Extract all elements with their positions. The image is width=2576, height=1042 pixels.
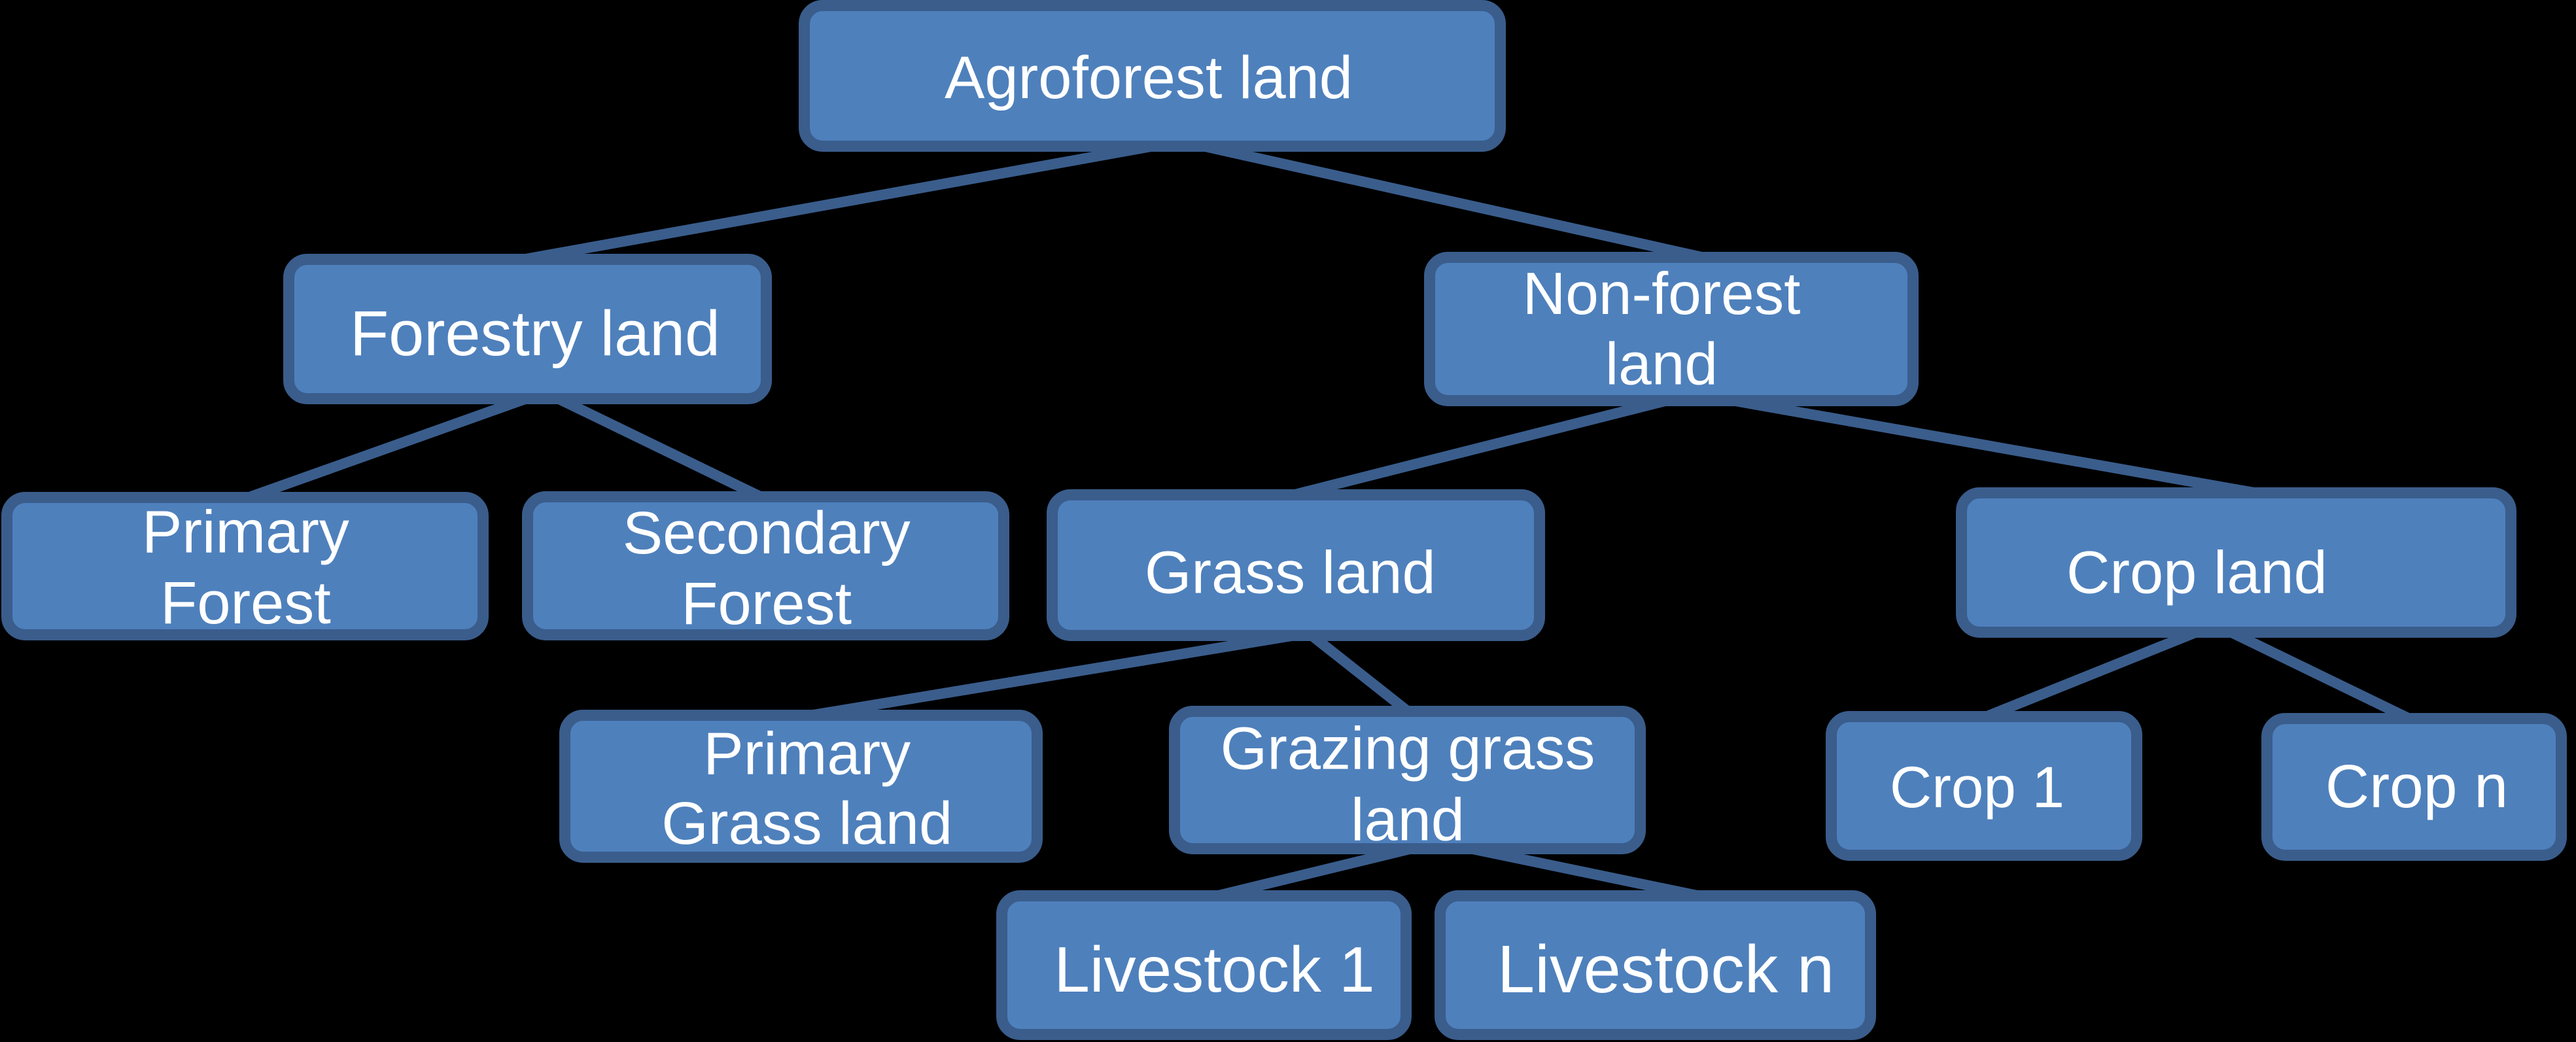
svg-text:Secondary: Secondary — [623, 500, 911, 566]
svg-text:Crop n: Crop n — [2325, 752, 2508, 820]
svg-text:Grazing grass: Grazing grass — [1221, 716, 1595, 782]
svg-text:Forest: Forest — [681, 570, 852, 637]
svg-text:Non-forest: Non-forest — [1523, 261, 1801, 327]
svg-text:Forestry land: Forestry land — [350, 298, 720, 369]
svg-text:Crop land: Crop land — [2066, 540, 2327, 606]
svg-text:Grass land: Grass land — [661, 790, 952, 857]
svg-text:land: land — [1351, 787, 1465, 854]
svg-text:Grass land: Grass land — [1145, 540, 1436, 606]
svg-text:Primary: Primary — [703, 720, 911, 787]
svg-text:Forest: Forest — [160, 570, 331, 636]
svg-text:Primary: Primary — [142, 499, 349, 566]
svg-text:Crop 1: Crop 1 — [1890, 754, 2064, 820]
svg-text:Livestock n: Livestock n — [1497, 931, 1834, 1007]
svg-text:Livestock 1: Livestock 1 — [1054, 933, 1374, 1005]
svg-text:Agroforest land: Agroforest land — [945, 44, 1353, 111]
svg-text:land: land — [1605, 332, 1718, 398]
